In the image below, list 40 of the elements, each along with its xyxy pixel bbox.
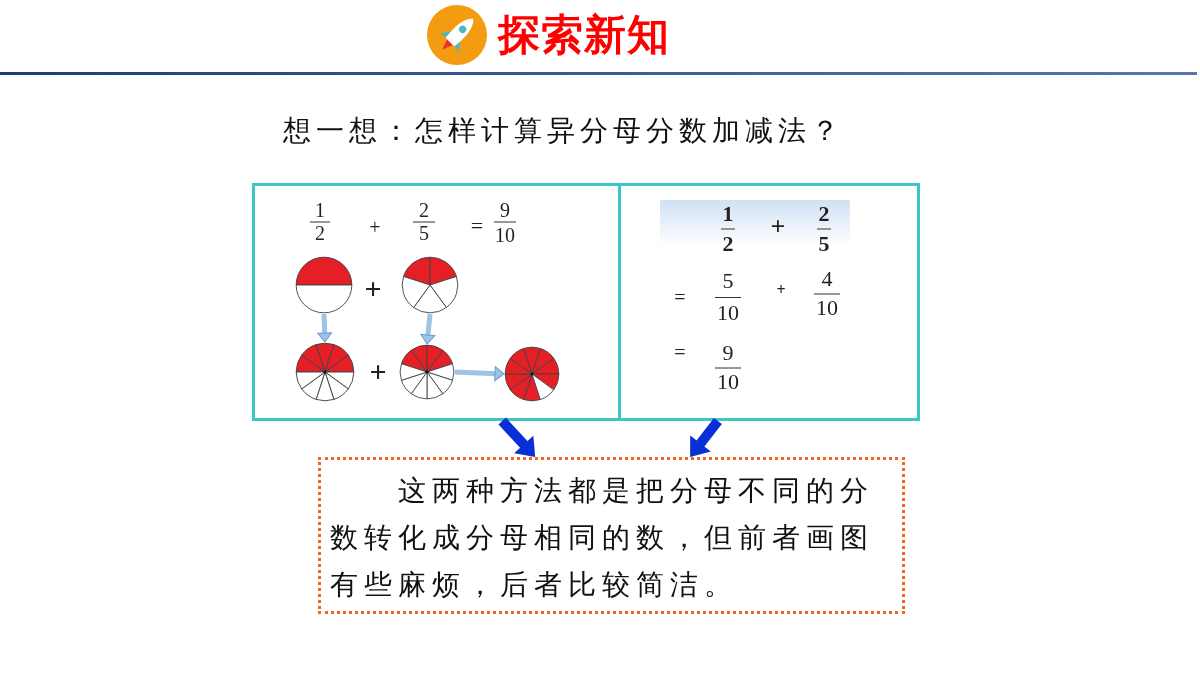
fraction-circle <box>295 256 353 314</box>
fraction-circle <box>399 344 455 400</box>
equals-sign: = <box>674 342 686 362</box>
numerator: 2 <box>817 202 831 230</box>
numerator: 5 <box>715 270 741 298</box>
arrow <box>454 366 505 382</box>
arrow <box>420 313 436 345</box>
denominator: 2 <box>315 223 325 243</box>
drawing-panel <box>252 183 621 421</box>
numerator: 9 <box>494 199 516 223</box>
numerator: 2 <box>413 199 435 223</box>
fraction-circle <box>295 342 355 402</box>
calculation-panel <box>621 183 920 421</box>
fraction-circle <box>401 256 459 314</box>
numerator: 1 <box>310 199 330 223</box>
numerator: 4 <box>814 267 840 295</box>
denominator: 5 <box>818 233 830 255</box>
denominator: 10 <box>717 302 739 324</box>
arrow <box>498 417 536 457</box>
equals-sign: = <box>470 215 484 237</box>
numerator: 9 <box>715 341 741 369</box>
denominator: 2 <box>722 233 734 255</box>
fraction-circle <box>504 346 560 402</box>
denominator: 10 <box>816 297 838 319</box>
plus-sign: + <box>776 282 786 298</box>
plus-sign: + <box>364 274 382 304</box>
denominator: 10 <box>717 371 739 393</box>
equals-sign: = <box>674 287 686 307</box>
denominator: 10 <box>495 225 515 245</box>
question-text: 想一想：怎样计算异分母分数加减法？ <box>283 114 844 148</box>
summary-box <box>318 457 905 614</box>
plus-sign: + <box>770 214 786 240</box>
section-title: 探索新知 <box>498 12 670 59</box>
numerator: 1 <box>721 202 735 230</box>
arrow <box>317 313 333 343</box>
summary-text: 这两种方法都是把分母不同的分数转化成分母相同的数，但前者画图有些麻烦，后者比较简洁。 <box>330 473 875 603</box>
arrow <box>690 417 722 457</box>
plus-sign: + <box>369 217 381 237</box>
denominator: 5 <box>419 223 429 243</box>
plus-sign: + <box>369 357 387 387</box>
